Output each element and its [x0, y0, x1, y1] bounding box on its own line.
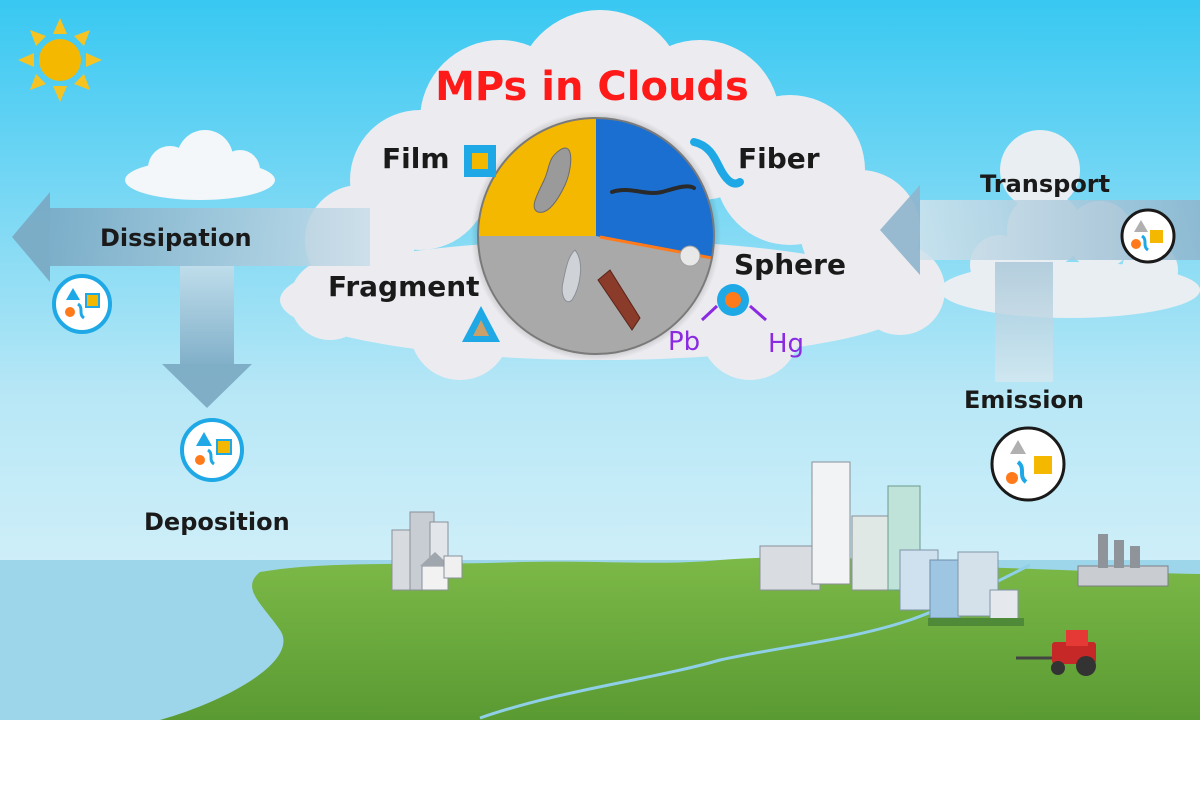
footer-blank [0, 720, 1200, 797]
landscape [0, 557, 1200, 720]
factory [1077, 534, 1169, 587]
label-emission: Emission [964, 386, 1084, 414]
sphere-particle [679, 245, 701, 267]
pie-slice-film [478, 118, 596, 236]
mp-types-pie [471, 111, 721, 361]
label-dissipation: Dissipation [100, 224, 252, 252]
label-hg: Hg [768, 329, 804, 359]
sun-icon [18, 18, 102, 102]
right-city-buildings [759, 461, 1024, 626]
dissipation-arrow [12, 192, 370, 282]
deposition-particles-icon [180, 418, 244, 482]
emission-particles-icon [990, 426, 1066, 502]
sphere-circle-icon [700, 284, 767, 322]
transport-particles-icon [1120, 208, 1176, 264]
label-film: Film [382, 142, 450, 175]
label-deposition: Deposition [144, 508, 290, 536]
label-pb: Pb [668, 327, 700, 357]
fragment-triangle-icon [462, 306, 500, 342]
deposition-arrow [162, 266, 252, 408]
film-square-icon [464, 145, 496, 177]
label-fragment: Fragment [328, 270, 480, 303]
left-buildings [391, 511, 463, 591]
emission-arrow [995, 262, 1053, 382]
fragment-particle-a [561, 249, 582, 303]
tractor-icon [1016, 630, 1096, 676]
label-fiber: Fiber [738, 142, 820, 175]
pie-slice-fragment [477, 236, 712, 355]
label-transport: Transport [980, 170, 1110, 198]
fiber-wave-icon [690, 138, 744, 188]
dissipation-particles-icon [52, 274, 112, 334]
fiber-particle [610, 184, 696, 195]
fragment-particle-b [597, 269, 641, 331]
small-cloud-left [125, 130, 275, 200]
label-sphere: Sphere [734, 248, 846, 281]
pie-slice-fiber [596, 117, 715, 259]
film-particle [533, 147, 572, 213]
diagram-title: MPs in Clouds [435, 64, 749, 110]
